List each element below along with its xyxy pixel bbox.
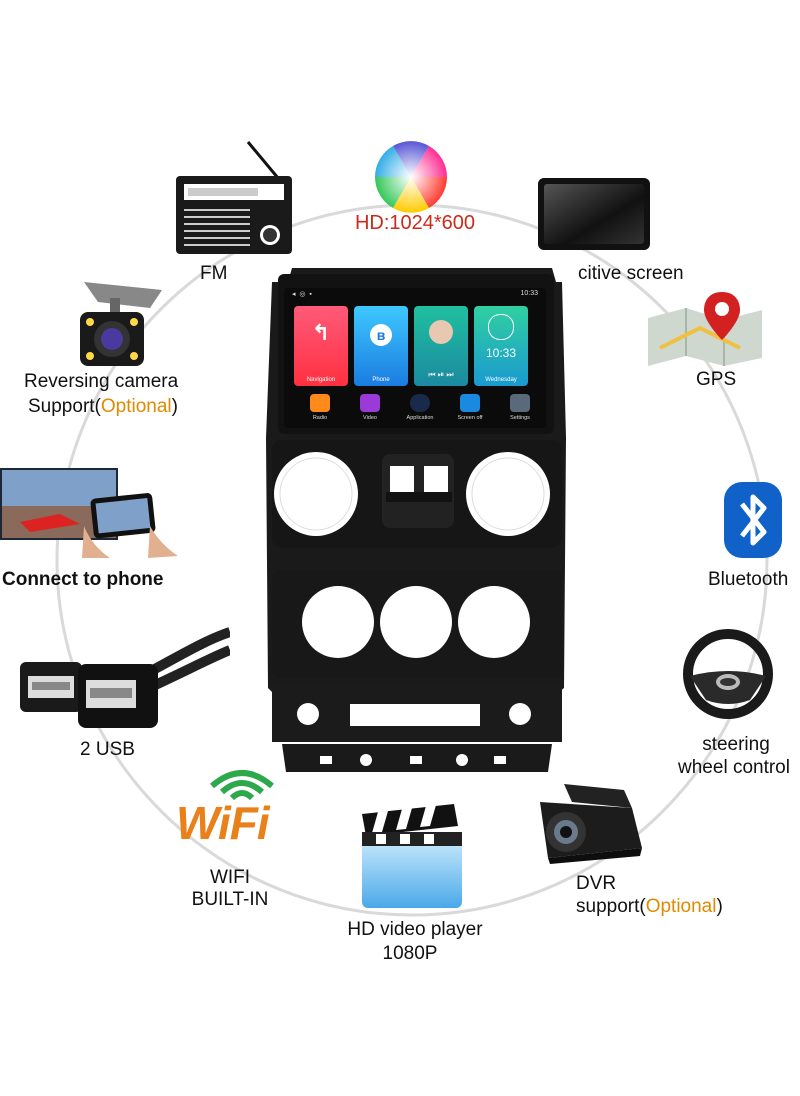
usb-label: 2 USB xyxy=(80,739,135,760)
screen-label: citive screen xyxy=(578,263,684,284)
tile-phone[interactable]: ʙ Phone xyxy=(354,306,408,386)
built-in-label: BUILT-IN xyxy=(191,889,269,910)
head-unit: ◂ ◎ ▪ 10:33 ↰ Navigation ʙ Phone ⏮ ⏯ ⏭ 1… xyxy=(262,258,572,778)
steering-label: steering xyxy=(702,734,770,755)
tile-music[interactable]: ⏮ ⏯ ⏭ xyxy=(414,306,468,386)
resolution-label: HD:1024*600 xyxy=(354,212,476,234)
bluetooth-icon xyxy=(724,482,782,558)
app-application[interactable]: Application xyxy=(396,394,444,421)
wifi-label: WIFI xyxy=(209,867,251,888)
status-bar: ◂ ◎ ▪ 10:33 xyxy=(292,290,538,298)
touch-screen-icon xyxy=(538,178,650,250)
bluetooth-label: Bluetooth xyxy=(708,569,789,590)
wheel-control-label: wheel control xyxy=(678,757,790,778)
connect-phone-label: Connect to phone xyxy=(2,569,164,590)
wifi-logo: WiFi xyxy=(176,797,270,849)
app-radio[interactable]: Radio xyxy=(296,394,344,421)
apps-grid-icon xyxy=(410,394,430,412)
app-screen-off[interactable]: Screen off xyxy=(446,394,494,421)
video-player-label: HD video player xyxy=(347,919,483,940)
clock-face-icon xyxy=(488,314,514,340)
dash-camera-icon xyxy=(540,784,642,864)
dvr-support-label: support(Optional) xyxy=(576,896,723,917)
touch-display[interactable]: ◂ ◎ ▪ 10:33 ↰ Navigation ʙ Phone ⏮ ⏯ ⏭ 1… xyxy=(284,288,546,428)
wifi-signal-icon xyxy=(210,770,274,800)
app-settings[interactable]: Settings xyxy=(496,394,544,421)
gear-icon xyxy=(510,394,530,412)
gps-label: GPS xyxy=(696,369,737,390)
video-player-icon xyxy=(362,804,462,908)
fm-label: FM xyxy=(200,263,228,284)
camera-icon xyxy=(80,282,162,366)
status-time: 10:33 xyxy=(520,290,538,297)
power-icon xyxy=(460,394,480,412)
resolution-1080p-label: 1080P xyxy=(382,943,438,964)
navigation-icon: ↰ xyxy=(311,320,331,345)
tile-navigation[interactable]: ↰ Navigation xyxy=(294,306,348,386)
tile-clock[interactable]: 10:33 Wednesday xyxy=(474,306,528,386)
gps-icon xyxy=(648,292,762,366)
usb-cable-icon xyxy=(20,627,230,728)
radio-app-icon xyxy=(310,394,330,412)
radio-icon xyxy=(176,141,292,254)
reversing-support-label: Support(Optional) xyxy=(28,396,178,417)
color-wheel-icon xyxy=(375,141,447,213)
video-app-icon xyxy=(360,394,380,412)
media-controls-icon: ⏮ ⏯ ⏭ xyxy=(428,370,454,379)
clock-time: 10:33 xyxy=(485,346,517,360)
steering-wheel-icon xyxy=(683,629,773,719)
bluetooth-phone-icon: ʙ xyxy=(370,324,392,346)
album-art-icon xyxy=(429,320,453,344)
reversing-camera-label: Reversing camera xyxy=(24,371,179,392)
app-video[interactable]: Video xyxy=(346,394,394,421)
dvr-label: DVR xyxy=(576,873,617,894)
phone-mirroring-icon xyxy=(0,468,178,558)
